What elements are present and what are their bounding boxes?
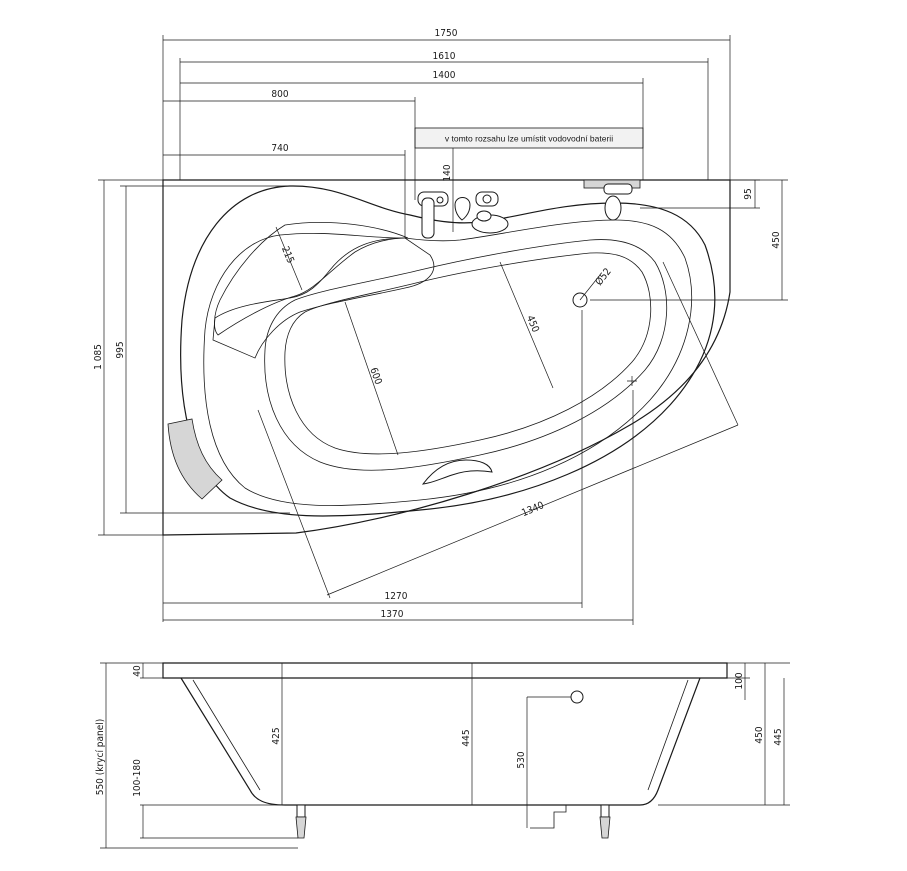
side-dim-panel: 550 (krycí panel)	[94, 663, 107, 848]
dim-1370: 1370	[163, 390, 634, 625]
svg-text:1 085: 1 085	[93, 344, 104, 370]
svg-text:450: 450	[771, 231, 782, 248]
side-dim-530: 530	[516, 696, 571, 828]
side-step	[167, 418, 223, 500]
overflow-cover	[421, 459, 493, 485]
faucet-left	[417, 191, 509, 239]
side-dim-425: 425	[271, 663, 283, 805]
dim-995: 995	[115, 185, 290, 514]
side-dim-445-mid: 445	[461, 663, 473, 805]
drain-leader	[579, 274, 601, 301]
svg-text:1340: 1340	[520, 500, 546, 519]
svg-text:450: 450	[524, 314, 541, 334]
dim-740: 740	[163, 143, 406, 238]
svg-text:995: 995	[115, 341, 126, 358]
dim-450-inner: 450	[499, 261, 554, 389]
svg-text:100-180: 100-180	[132, 759, 143, 797]
svg-text:140: 140	[442, 164, 453, 181]
side-dim-450: 450	[754, 663, 766, 805]
dim-1610: 1610	[179, 51, 709, 180]
side-leg-right	[599, 804, 611, 839]
dim-1400: 1400	[180, 70, 644, 180]
svg-text:1750: 1750	[435, 28, 458, 39]
svg-text:1400: 1400	[433, 70, 456, 81]
center-mark	[627, 376, 637, 386]
svg-text:445: 445	[461, 729, 472, 746]
svg-text:1610: 1610	[433, 51, 456, 62]
svg-text:445: 445	[773, 728, 784, 745]
headrest	[214, 221, 409, 336]
backrest	[212, 237, 435, 359]
svg-text:425: 425	[271, 727, 282, 744]
dim-1750: 1750	[162, 28, 731, 180]
svg-text:450: 450	[754, 726, 765, 743]
svg-text:1370: 1370	[381, 609, 404, 620]
svg-text:530: 530	[516, 751, 527, 768]
dim-1270: 1270	[162, 310, 583, 622]
svg-text:95: 95	[743, 188, 754, 199]
faucet-right	[583, 179, 641, 221]
side-view: 40 550 (krycí panel) 100-180 425 445 530…	[94, 662, 790, 849]
svg-text:40: 40	[132, 665, 143, 677]
side-body	[180, 677, 701, 806]
side-dim-40: 40	[132, 663, 144, 678]
side-dim-445-right: 445	[773, 678, 785, 805]
side-dim-100-180: 100-180	[132, 759, 144, 838]
faucet-zone-note: v tomto rozsahu lze umístit vodovodní ba…	[445, 134, 613, 144]
svg-text:215: 215	[279, 245, 296, 265]
basin-floor-inner	[284, 252, 652, 455]
svg-text:550 (krycí panel): 550 (krycí panel)	[94, 719, 106, 796]
dim-1085: 1 085	[93, 179, 163, 536]
dim-1340: 1340	[257, 261, 739, 599]
dim-800: 800	[163, 89, 416, 200]
side-overflow	[570, 690, 584, 704]
top-view: v tomto rozsahu lze umístit vodovodní ba…	[93, 28, 788, 625]
side-dim-100: 100	[734, 663, 746, 700]
dim-450-right: 450	[590, 179, 788, 301]
dim-95: 95	[640, 179, 760, 209]
svg-text:800: 800	[271, 89, 288, 100]
dim-215: 215	[275, 226, 303, 291]
svg-text:600: 600	[367, 366, 383, 386]
dim-140: 140	[442, 148, 454, 232]
drain-diameter: Ø52	[593, 266, 614, 288]
side-leg-left	[295, 804, 307, 839]
svg-text:1270: 1270	[385, 591, 408, 602]
dim-600: 600	[344, 301, 399, 456]
side-body-inner	[192, 679, 689, 791]
svg-text:740: 740	[271, 143, 288, 154]
basin-outer-rim	[180, 185, 716, 517]
tub-rim-outline	[162, 179, 731, 536]
basin-inner-rim	[203, 219, 692, 506]
svg-text:100: 100	[734, 672, 745, 689]
side-rim	[162, 662, 728, 679]
side-drain-pipe	[530, 804, 567, 829]
basin-floor	[264, 239, 668, 471]
